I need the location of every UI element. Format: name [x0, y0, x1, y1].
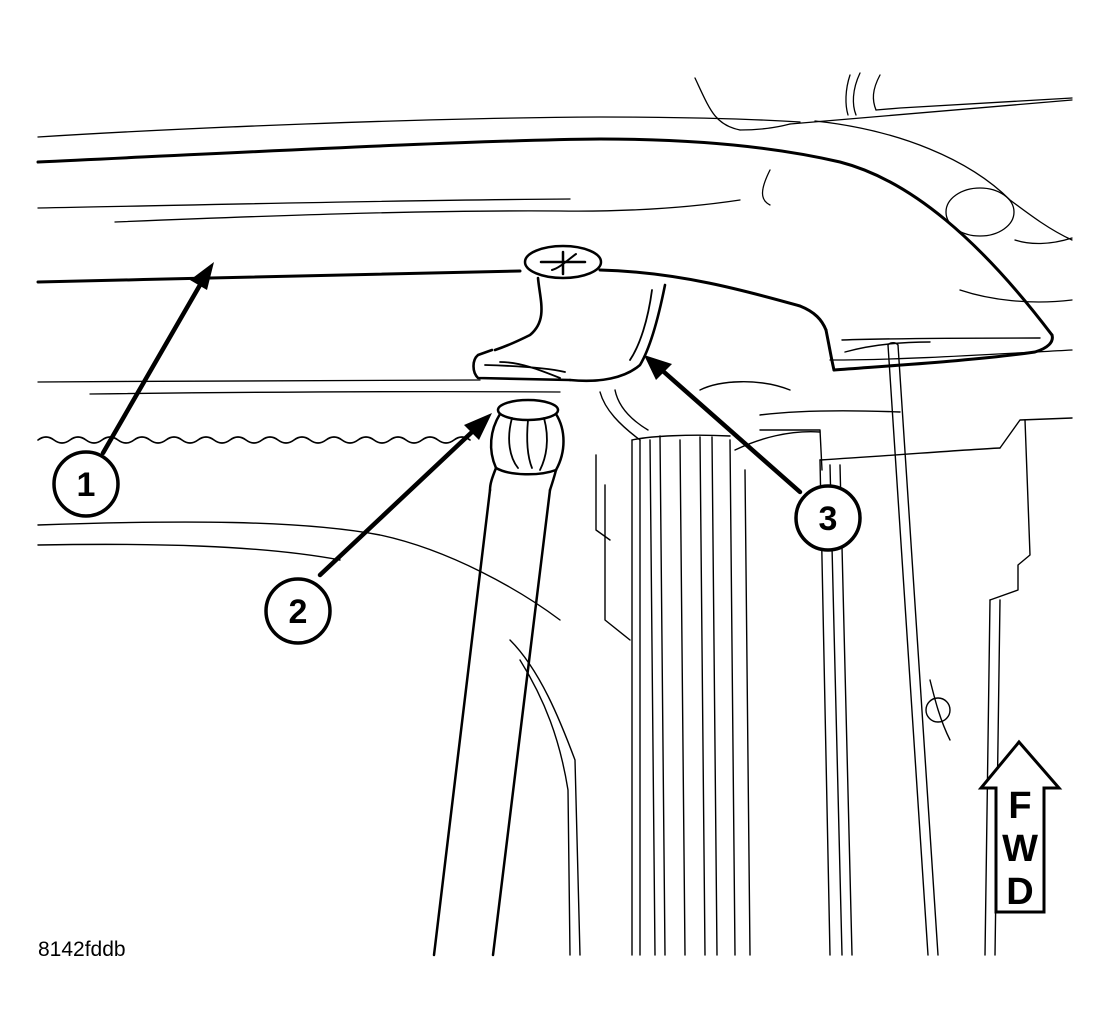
callout-2-label: 2: [289, 593, 308, 631]
fwd-letter-w: W: [1002, 828, 1038, 870]
wavy-edge-line: [37, 436, 471, 444]
screw-head: [523, 244, 603, 280]
fwd-letter-f: F: [1008, 785, 1031, 827]
callout-1: 1: [52, 450, 120, 518]
figure-id: 8142fddb: [38, 938, 126, 961]
fwd-letter-d: D: [1006, 871, 1033, 913]
roof-background-lines: [37, 72, 1073, 395]
forward-direction-arrow: F W D: [977, 739, 1063, 914]
callout-3-label: 3: [819, 500, 838, 538]
callout-2: 2: [264, 577, 332, 645]
leader-arrows: [100, 262, 803, 578]
callout-1-label: 1: [77, 466, 96, 504]
pushpin-rod-part: [432, 398, 565, 957]
bracket-part: [472, 276, 667, 441]
grab-handle-part: [36, 137, 1054, 372]
callout-3: 3: [794, 484, 862, 552]
pillar-structure: [37, 342, 1073, 956]
